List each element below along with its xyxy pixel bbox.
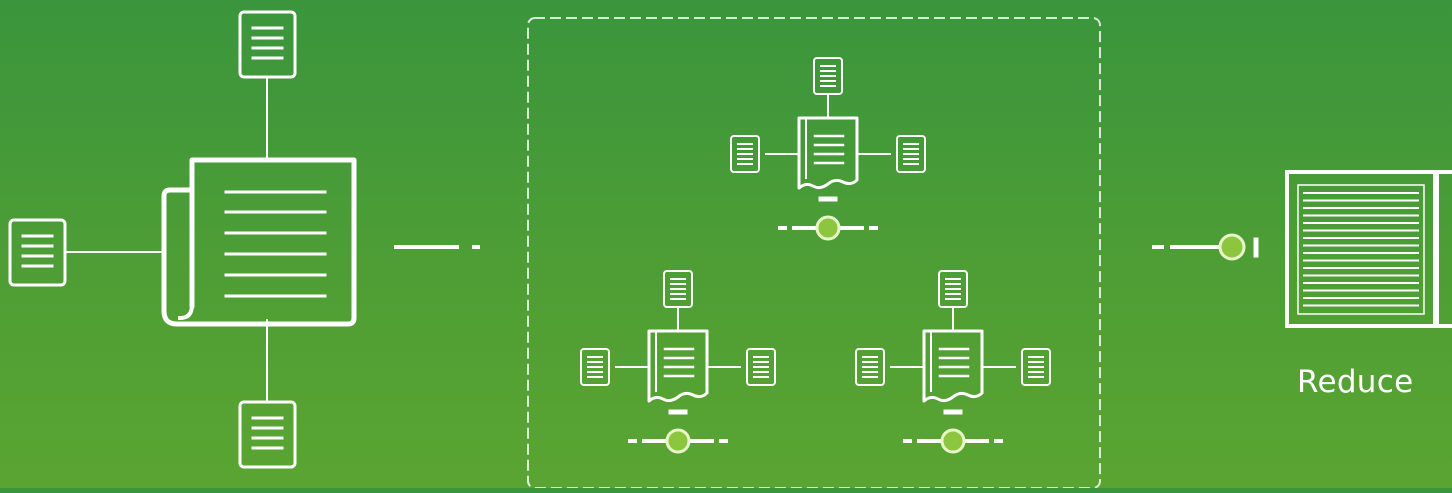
- map-task-group: [855, 270, 1051, 454]
- stacked-document-icon: [1285, 170, 1452, 328]
- map-task-group: [730, 57, 926, 241]
- map-task-group: [580, 270, 776, 454]
- document-icon: [746, 348, 776, 386]
- document-icon: [896, 135, 926, 173]
- scroll-document-icon: [922, 329, 984, 403]
- reduce-label: Reduce: [1297, 364, 1414, 400]
- document-icon: [730, 135, 760, 173]
- pipeline-node-icon: [628, 428, 728, 454]
- document-icon: [663, 270, 693, 308]
- document-icon: [580, 348, 610, 386]
- pipeline-node-icon: [903, 428, 1003, 454]
- scroll-document-icon: [647, 329, 709, 403]
- newspaper-icon: [161, 157, 357, 327]
- input-section: [8, 10, 357, 469]
- document-icon: [238, 10, 297, 79]
- scroll-document-icon: [797, 116, 859, 190]
- pipeline-node-icon: [1152, 233, 1259, 261]
- document-icon: [238, 400, 297, 469]
- pipeline-node-icon: [778, 215, 878, 241]
- document-icon: [8, 218, 67, 287]
- document-icon: [813, 57, 843, 95]
- document-icon: [1021, 348, 1051, 386]
- document-icon: [855, 348, 885, 386]
- document-icon: [938, 270, 968, 308]
